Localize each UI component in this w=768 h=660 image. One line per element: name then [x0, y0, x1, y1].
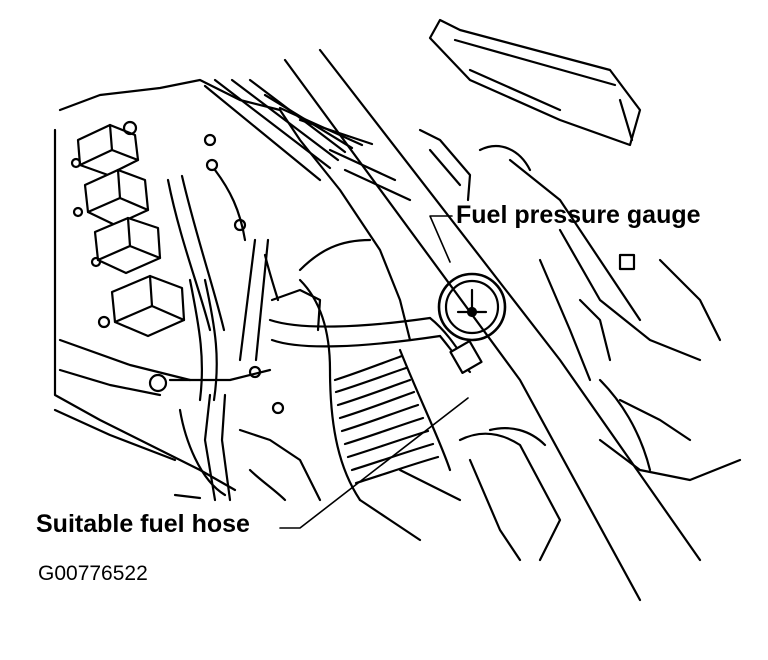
leader-fuel-pressure-gauge [429, 215, 453, 263]
right-side-components [418, 128, 742, 562]
cylinder-head [53, 78, 412, 492]
ignition-coil [90, 216, 162, 275]
ignition-coils [70, 123, 186, 338]
engine-hoses [166, 168, 270, 502]
suitable-fuel-hose-label: Suitable fuel hose [36, 510, 250, 538]
ignition-coil [72, 168, 150, 227]
figure-id: G00776522 [38, 562, 148, 585]
fuel-hose-routing [263, 238, 483, 374]
lower-block [173, 428, 462, 542]
fuel-pressure-gauge-label: Fuel pressure gauge [456, 201, 701, 229]
leader-suitable-fuel-hose [279, 397, 469, 529]
strut-bar [283, 48, 702, 602]
leader-lines [279, 215, 469, 529]
ignition-coil [97, 274, 186, 338]
ignition-coil [70, 123, 140, 177]
air-intake-bellows [298, 278, 452, 502]
head-bolts [122, 120, 285, 415]
hood-area [428, 18, 642, 147]
